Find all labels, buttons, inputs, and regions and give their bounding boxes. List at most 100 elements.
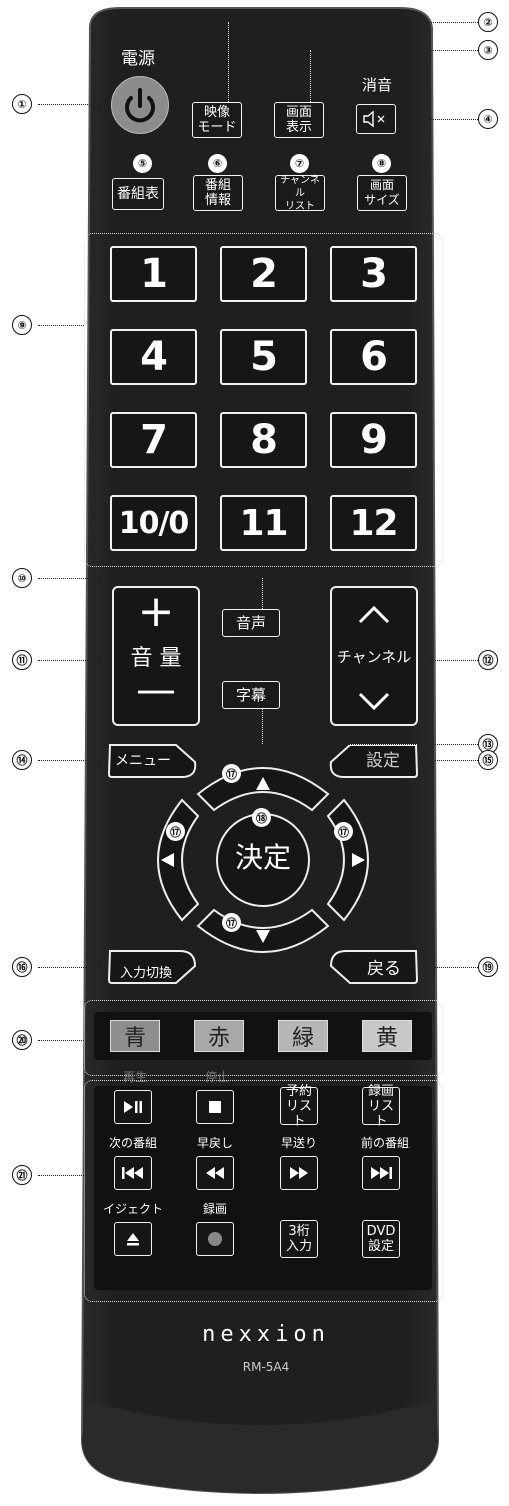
arrow-up-icon (256, 777, 270, 790)
yellow-button[interactable]: 黄 (362, 1020, 412, 1052)
number-button-8[interactable]: 8 (220, 412, 307, 468)
number-button-11[interactable]: 11 (220, 495, 307, 551)
leader-14 (38, 760, 108, 761)
number-button-7[interactable]: 7 (110, 412, 197, 468)
arrow-down-icon (256, 930, 270, 943)
leader-21 (38, 1175, 84, 1176)
mute-button[interactable] (356, 104, 396, 134)
menu-label: メニュー (115, 753, 171, 769)
reservation-list-button[interactable]: 予約 リスト (280, 1084, 318, 1129)
subtitle-button[interactable]: 字幕 (222, 681, 280, 709)
menu-button-shape[interactable] (106, 742, 198, 780)
leader-10 (38, 578, 262, 579)
chevron-down-icon (358, 692, 390, 711)
channel-list-button[interactable]: チャンネル リスト (275, 175, 325, 212)
skip-back-button[interactable] (114, 1156, 152, 1190)
leader-13-v (262, 709, 263, 744)
number-button-4[interactable]: 4 (110, 329, 197, 385)
speaker-mute-icon (363, 110, 385, 128)
leader-12 (418, 660, 478, 661)
green-button[interactable]: 緑 (278, 1020, 328, 1052)
leader-3-v (310, 50, 311, 102)
three-digit-input-button[interactable]: 3桁 入力 (280, 1220, 318, 1258)
dvd-settings-button[interactable]: DVD 設定 (362, 1220, 400, 1258)
leader-16 (38, 967, 108, 968)
callout-17-left-marker: ⑰ (166, 822, 185, 841)
number-button-9[interactable]: 9 (330, 412, 417, 468)
leader-1 (38, 104, 110, 105)
program-guide-button[interactable]: 番組表 (112, 178, 164, 210)
red-button[interactable]: 赤 (194, 1020, 244, 1052)
rewind-button[interactable] (196, 1156, 234, 1190)
number-button-1[interactable]: 1 (110, 246, 197, 302)
chevron-up-icon (358, 605, 390, 624)
volume-rocker[interactable]: + 音 量 — (112, 586, 200, 726)
picture-mode-button[interactable]: 映像 モード (192, 102, 242, 138)
leader-19 (420, 967, 478, 968)
callout-11: ⑪ (12, 650, 32, 670)
screen-size-button[interactable]: 画面 サイズ (357, 175, 407, 211)
volume-label: 音 量 (130, 646, 182, 671)
leader-10-v (262, 578, 263, 609)
eject-label: イジェクト (102, 1202, 163, 1216)
callout-12: ⑫ (478, 650, 498, 670)
power-label: 電源 (121, 49, 155, 69)
skip-back-icon (122, 1167, 143, 1179)
settings-button-shape[interactable] (328, 742, 420, 780)
number-button-5[interactable]: 5 (220, 329, 307, 385)
enter-label[interactable]: 決定 (234, 841, 291, 874)
leader-15 (420, 760, 478, 761)
audio-button[interactable]: 音声 (222, 609, 280, 637)
input-label: 入力切換 (119, 966, 172, 981)
eject-icon (127, 1233, 139, 1246)
skip-forward-icon (371, 1167, 392, 1179)
callout-14: ⑭ (12, 750, 32, 770)
callout-1: ① (12, 94, 32, 114)
blue-button[interactable]: 青 (110, 1020, 160, 1052)
record-button[interactable] (196, 1222, 234, 1256)
number-button-10[interactable]: 10/0 (110, 495, 197, 551)
screen-display-button[interactable]: 画面 表示 (274, 102, 324, 138)
callout-17-up-marker: ⑰ (222, 764, 241, 783)
leader-2-v (228, 22, 229, 102)
power-icon (125, 88, 155, 123)
previous-program-label: 前の番組 (360, 1136, 409, 1150)
back-button-shape[interactable] (328, 948, 420, 986)
model-number: RM-5A4 (242, 1360, 290, 1374)
input-button-shape[interactable] (106, 948, 198, 986)
record-label: 録画 (202, 1202, 227, 1216)
stop-button[interactable] (196, 1090, 234, 1124)
record-icon (208, 1232, 222, 1246)
power-button[interactable] (111, 76, 169, 134)
callout-15: ⑮ (478, 750, 498, 770)
channel-rocker[interactable]: チャンネル (330, 586, 418, 726)
callout-2: ② (478, 12, 498, 32)
recording-list-button[interactable]: 録画 リスト (362, 1084, 400, 1129)
number-button-2[interactable]: 2 (220, 246, 307, 302)
program-info-button[interactable]: 番組 情報 (193, 175, 243, 211)
callout-20: ⑳ (12, 1030, 32, 1050)
number-button-3[interactable]: 3 (330, 246, 417, 302)
callout-17-right-marker: ⑰ (334, 822, 353, 841)
fast-forward-button[interactable] (280, 1156, 318, 1190)
leader-11 (38, 660, 112, 661)
number-pad-group (84, 233, 443, 567)
stop-icon (209, 1101, 221, 1113)
arrow-left-icon (161, 853, 174, 867)
arrow-right-icon (352, 853, 365, 867)
number-button-12[interactable]: 12 (330, 495, 417, 551)
callout-6-marker: ⑥ (208, 154, 227, 173)
leader-3 (310, 50, 478, 51)
channel-label: チャンネル (336, 648, 412, 666)
skip-forward-button[interactable] (362, 1156, 400, 1190)
number-button-6[interactable]: 6 (330, 329, 417, 385)
callout-19: ⑲ (478, 957, 498, 977)
brand-logo: nexxion (202, 1322, 330, 1347)
callout-10: ⑩ (12, 568, 32, 588)
next-program-label: 次の番組 (108, 1136, 157, 1150)
eject-button[interactable] (114, 1222, 152, 1256)
play-pause-button[interactable] (114, 1090, 152, 1124)
callout-7-marker: ⑦ (290, 154, 309, 173)
callout-9: ⑨ (12, 315, 32, 335)
leader-9 (38, 325, 84, 326)
